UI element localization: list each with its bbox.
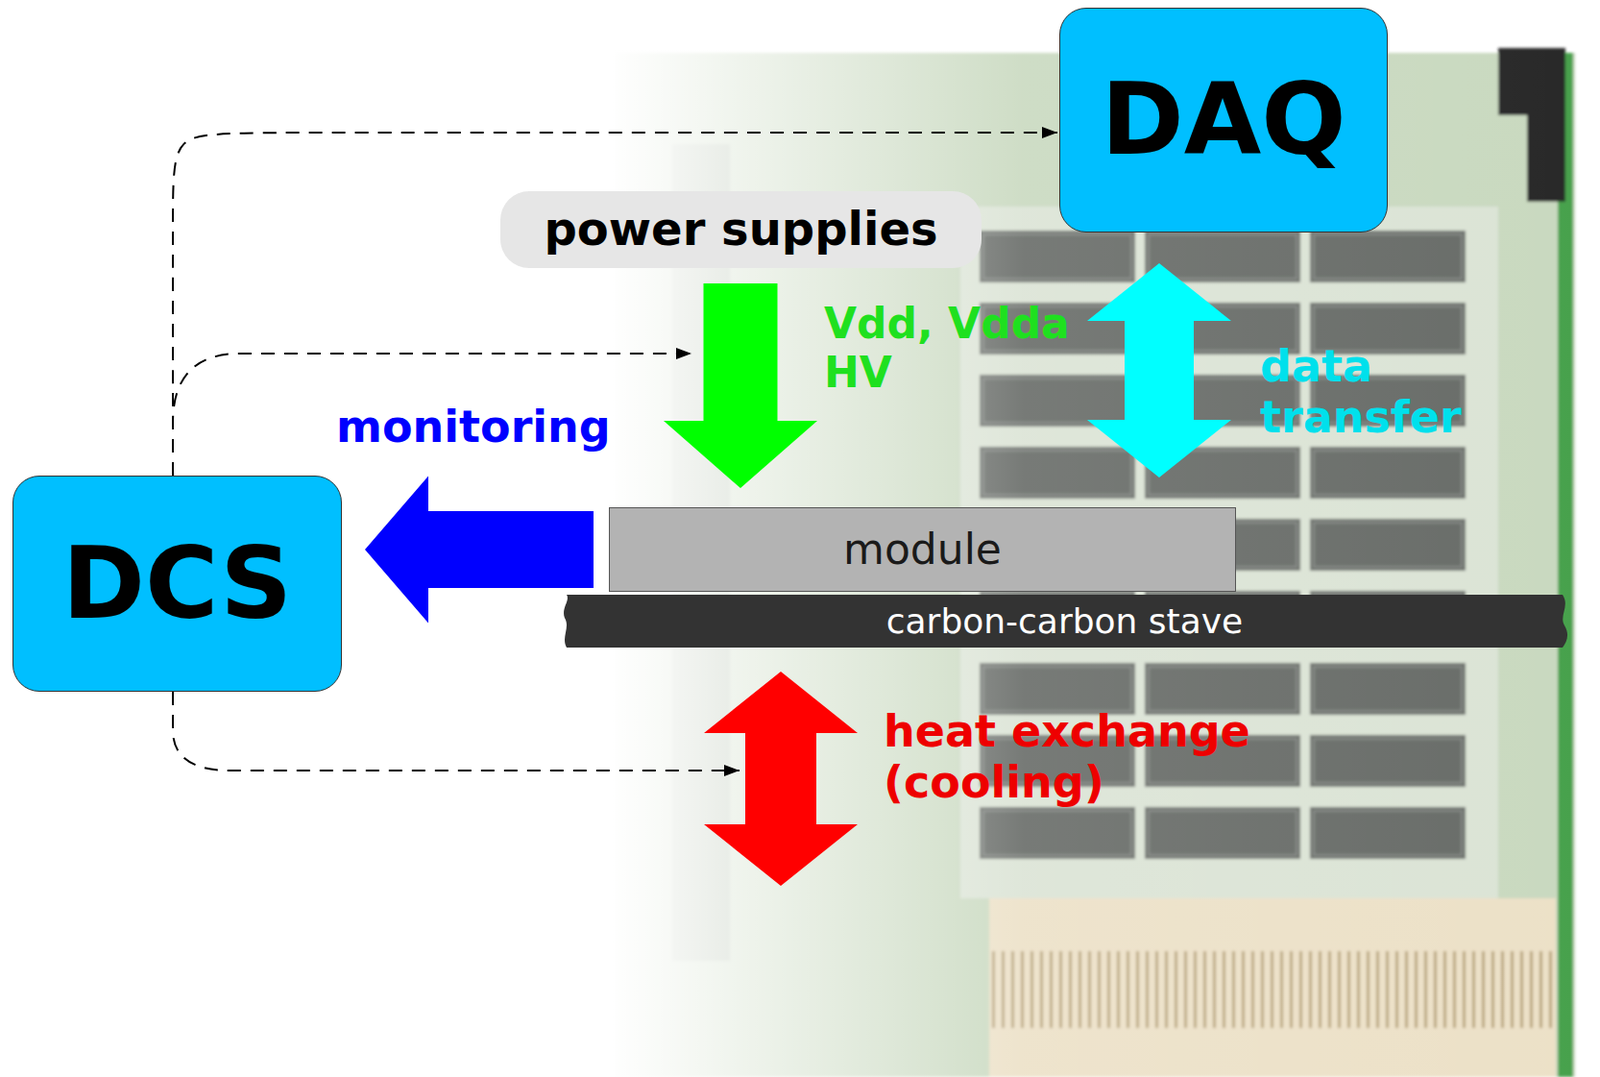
- node-label: DCS: [62, 526, 292, 642]
- node-label: module: [843, 525, 1002, 575]
- edge-label: Vdd, Vdda HV: [824, 299, 1093, 397]
- monitoring-arrow: [364, 476, 594, 624]
- node-label: carbon-carbon stave: [886, 601, 1244, 641]
- control-line: [172, 691, 740, 771]
- module-box: module: [608, 507, 1237, 592]
- stave-bar: carbon-carbon stave: [560, 594, 1569, 648]
- dcs-box: DCS: [12, 475, 342, 692]
- control-line: [172, 353, 692, 476]
- edge-label: data transfer: [1260, 340, 1549, 443]
- heat-label: heat exchange (cooling): [883, 705, 1345, 808]
- power-arrow: [663, 283, 818, 488]
- daq-box: DAQ: [1059, 7, 1388, 233]
- power-supply-box: power supplies: [500, 191, 982, 268]
- node-label: power supplies: [543, 202, 938, 256]
- edge-label: monitoring: [336, 401, 654, 453]
- stave-outline: [563, 594, 1568, 648]
- data-arrow: [1087, 263, 1232, 478]
- heat-arrow: [703, 671, 858, 886]
- node-label: DAQ: [1100, 62, 1346, 178]
